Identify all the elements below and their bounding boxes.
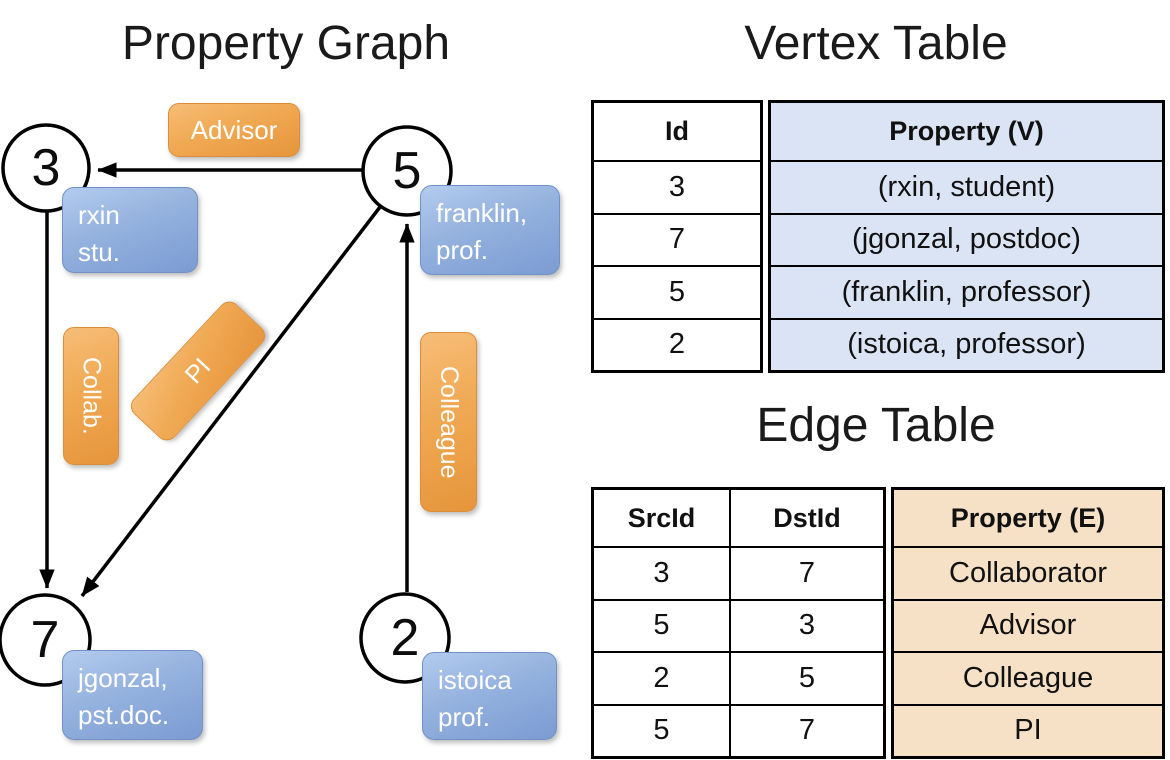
node-id-2: 2 xyxy=(390,609,420,667)
vertex-property-box-2-line2: prof. xyxy=(438,701,491,732)
vertex-table-property-cell-2: (franklin, professor) xyxy=(771,265,1162,318)
edge-table-id-columns: SrcId DstId 3 7 5 3 2 5 5 7 xyxy=(591,487,886,759)
vertex-table-id-header: Id xyxy=(665,116,689,146)
edge-table-property-cell-2: Colleague xyxy=(894,651,1162,704)
vertex-table-property-header: Property (V) xyxy=(889,116,1044,146)
edge-table-property-header: Property (E) xyxy=(950,502,1106,533)
edge-label-colleague: Colleague xyxy=(420,332,477,512)
edge-table-dst-cell-2: 5 xyxy=(729,651,883,704)
vertex-table-id-cell-0: 3 xyxy=(594,160,760,213)
vertex-table-property-cell-3: (istoica, professor) xyxy=(771,317,1162,371)
edge-table-dst-cell-1: 3 xyxy=(729,598,883,651)
vertex-property-box-7-line2: pst.doc. xyxy=(78,699,170,730)
edge-label-pi-text: PI xyxy=(179,352,216,389)
vertex-table-property-cell-0: (rxin, student) xyxy=(771,160,1162,213)
edge-table-title: Edge Table xyxy=(756,399,996,452)
edge-table-src-header: SrcId xyxy=(627,502,696,533)
edge-label-colleague-text: Colleague xyxy=(435,365,463,479)
edge-table-src-cell-0: 3 xyxy=(594,546,729,599)
edge-table-property-cell-1: Advisor xyxy=(894,598,1162,652)
vertex-property-box-2: istoica prof. xyxy=(422,652,557,740)
vertex-property-box-5: franklin, prof. xyxy=(420,185,560,275)
edge-table-src-cell-1: 5 xyxy=(594,598,729,652)
vertex-table-id-column: Id 3 7 5 2 xyxy=(591,100,763,373)
graph-canvas xyxy=(0,123,453,687)
vertex-property-box-7-line1: jgonzal, xyxy=(78,663,168,693)
edge-table-src-cell-3: 5 xyxy=(594,703,729,757)
edge-label-advisor-text: Advisor xyxy=(190,114,278,145)
edge-table-property-column: Property (E) Collaborator Advisor Collea… xyxy=(891,487,1165,759)
edge-label-advisor: Advisor xyxy=(168,103,300,157)
vertex-property-box-3-line1: rxin xyxy=(78,200,120,230)
edge-table-property-cell-3: PI xyxy=(894,703,1162,757)
node-id-5: 5 xyxy=(392,142,422,200)
property-graph-title: Property Graph xyxy=(121,17,451,70)
node-id-7: 7 xyxy=(30,611,60,669)
vertex-table-title: Vertex Table xyxy=(744,17,1008,70)
edge-table-property-cell-0: Collaborator xyxy=(894,546,1162,599)
vertex-property-box-3-line2: stu. xyxy=(78,236,120,267)
vertex-table-property-column: Property (V) (rxin, student) (jgonzal, p… xyxy=(768,100,1165,373)
edge-label-collab-text: Collab. xyxy=(77,357,106,435)
edge-table-dst-cell-3: 7 xyxy=(729,703,883,756)
vertex-table-id-cell-2: 5 xyxy=(594,265,760,318)
vertex-property-box-2-line1: istoica xyxy=(438,665,512,695)
vertex-property-box-5-line2: prof. xyxy=(436,234,489,265)
edge-table-dst-header: DstId xyxy=(729,490,883,546)
node-id-3: 3 xyxy=(31,139,61,197)
vertex-property-box-3: rxin stu. xyxy=(62,187,198,273)
vertex-table-id-cell-1: 7 xyxy=(594,212,760,266)
edge-table-dst-cell-0: 7 xyxy=(729,546,883,599)
vertex-table-property-cell-1: (jgonzal, postdoc) xyxy=(771,212,1162,266)
vertex-table-id-cell-3: 2 xyxy=(594,317,760,371)
vertex-property-box-7: jgonzal, pst.doc. xyxy=(62,650,203,740)
edge-line-pi xyxy=(80,205,382,598)
vertex-property-box-5-line1: franklin, xyxy=(436,198,528,228)
edge-table-src-cell-2: 2 xyxy=(594,651,729,704)
edge-label-collab: Collab. xyxy=(63,327,119,465)
